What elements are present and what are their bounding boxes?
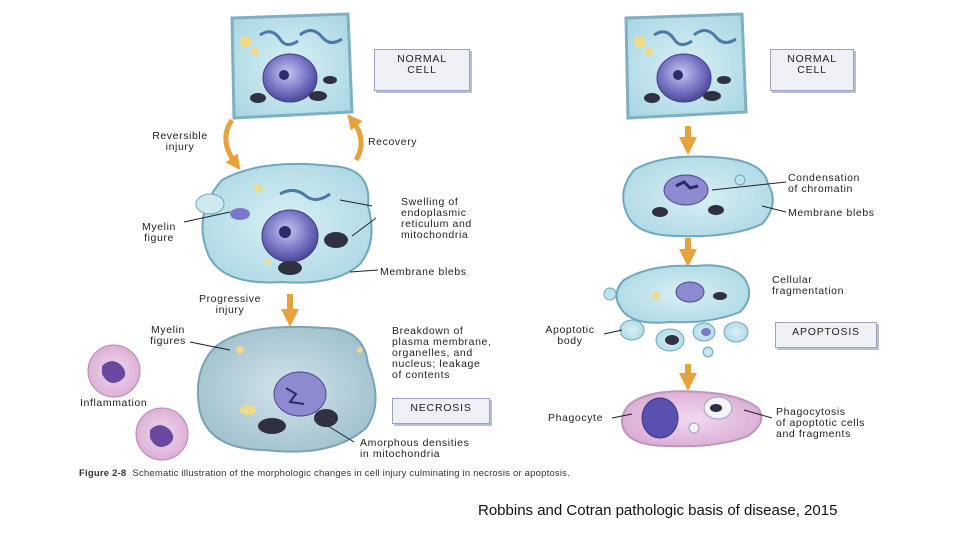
progressive-injury-label: Progressive injury [198,293,262,316]
fragmenting-cell [603,264,751,324]
apoptosis-label: APOPTOSIS [775,322,877,348]
figure-caption: Figure 2-8 Schematic illustration of the … [79,468,570,479]
recovery-label: Recovery [368,136,418,148]
necrotic-cell [196,325,377,453]
leader-lines-right [603,181,787,419]
condensation-cell [622,155,774,238]
reversible-injury-arrow [223,118,241,171]
breakdown-label: Breakdown of plasma membrane, organelles… [392,325,492,381]
swelling-label: Swelling of endoplasmic reticulum and mi… [401,196,472,241]
amorphous-densities-label: Amorphous densities in mitochondria [360,437,470,460]
figure-number: Figure 2-8 [79,468,127,479]
normal-cell-right-label: NORMAL CELL [770,49,854,91]
myelin-figure-label: Myelin figure [142,221,176,244]
source-credit: Robbins and Cotran pathologic basis of d… [478,502,838,519]
phagocyte-label: Phagocyte [548,412,604,424]
figure-caption-text: Schematic illustration of the morphologi… [132,468,570,479]
cellular-fragmentation-label: Cellular fragmentation [772,274,845,297]
phagocytosis-label: Phagocytosis of apoptotic cells and frag… [776,406,866,440]
normal-cell-left-label: NORMAL CELL [374,49,470,91]
inflammation-cells [87,344,189,461]
normal-cell-right [624,12,748,120]
phagocyte-cell [621,390,763,448]
reversible-injury-label: Reversible injury [152,130,208,153]
condensation-label: Condensation of chromatin [788,172,860,195]
swollen-cell [195,162,373,284]
recovery-arrow [347,114,364,162]
myelin-figures-label: Myelin figures [150,324,186,347]
leader-lines-left [183,199,379,443]
membrane-blebs-right-label: Membrane blebs [788,207,875,219]
inflammation-label: Inflammation [80,397,148,409]
normal-cell-left [230,12,354,120]
apoptotic-body-label: Apoptotic body [545,324,595,347]
membrane-blebs-left-label: Membrane blebs [380,266,467,278]
apoptotic-bodies [619,319,749,358]
necrosis-label: NECROSIS [392,398,490,424]
